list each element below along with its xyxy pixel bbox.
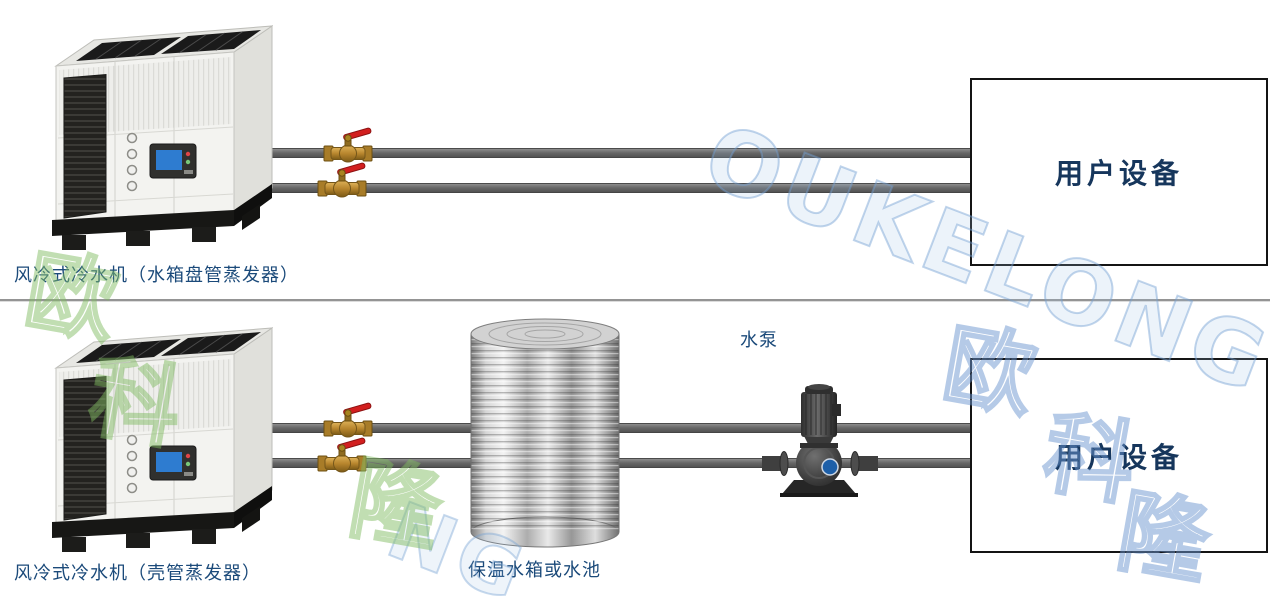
user-equipment-label-top: 用户设备	[1054, 157, 1183, 190]
insulated-tank-graphic	[470, 318, 620, 548]
pipe-top-supply	[256, 148, 972, 158]
chiller-label-top: 风冷式冷水机（水箱盘管蒸发器）	[14, 265, 299, 286]
user-equipment-label-bottom: 用户设备	[1054, 440, 1183, 474]
pipe-top-return	[256, 183, 972, 193]
section-divider	[0, 299, 1270, 301]
chiller-graphic-top	[51, 25, 273, 251]
user-equipment-box-top: 用户设备	[970, 78, 1268, 266]
ball-valve-bottom-2	[317, 437, 367, 473]
user-equipment-box-bottom: 用户设备	[970, 358, 1268, 553]
tank-label: 保温水箱或水池	[468, 560, 601, 581]
chiller-label-bottom: 风冷式冷水机（壳管蒸发器）	[14, 563, 261, 584]
water-pump-graphic	[762, 383, 878, 498]
ball-valve-top-2	[317, 162, 367, 198]
chiller-graphic-bottom	[51, 327, 273, 553]
pump-label: 水泵	[740, 330, 778, 351]
